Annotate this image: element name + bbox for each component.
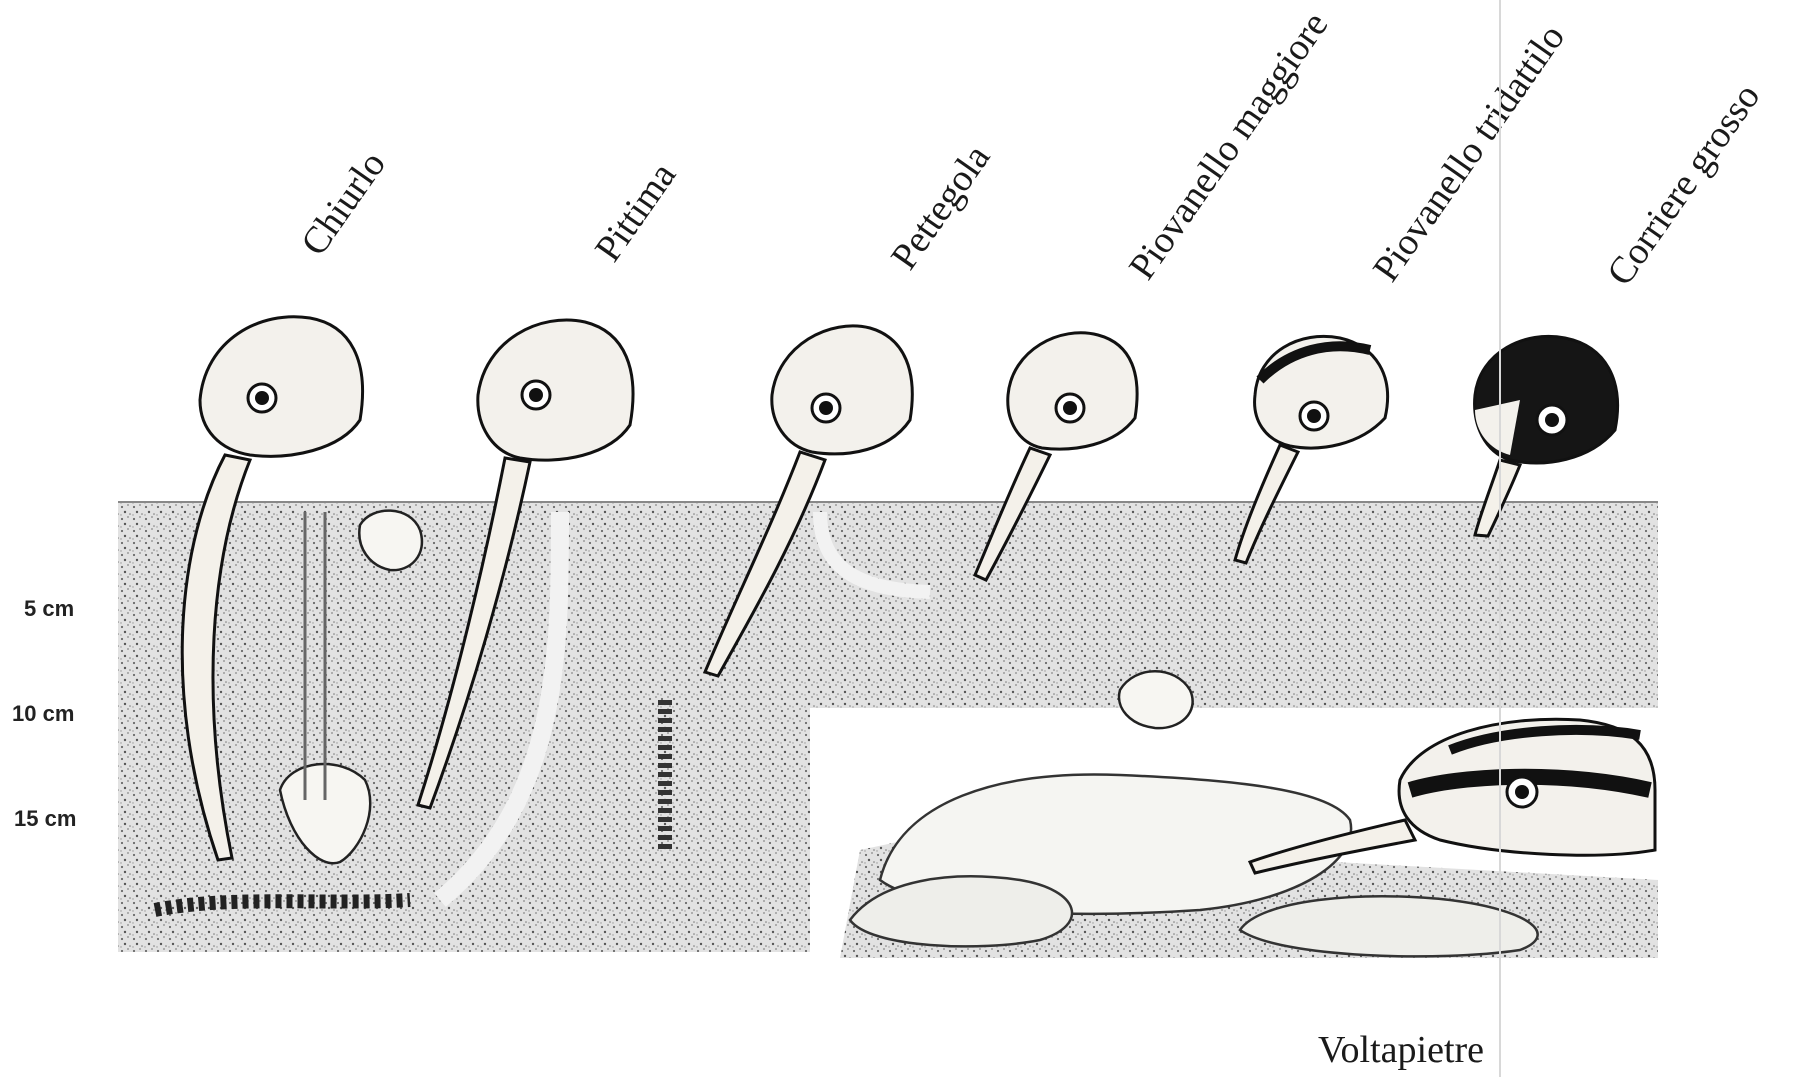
- shell-prey-3: [1119, 671, 1193, 728]
- species-label-corriere-grosso: Corriere grosso: [1599, 76, 1768, 293]
- species-label-pettegola: Pettegola: [883, 137, 999, 277]
- species-label-voltapietre: Voltapietre: [1318, 1029, 1484, 1071]
- species-label-piovanello-maggiore: Piovanello maggiore: [1121, 5, 1336, 288]
- species-label-pittima: Pittima: [587, 155, 684, 269]
- depth-marker-15cm: 15 cm: [14, 806, 76, 831]
- species-label-chiurlo: Chiurlo: [293, 144, 394, 263]
- depth-marker-10cm: 10 cm: [12, 701, 74, 726]
- species-label-piovanello-tridattilo: Piovanello tridattilo: [1365, 17, 1573, 289]
- depth-marker-5cm: 5 cm: [24, 596, 74, 621]
